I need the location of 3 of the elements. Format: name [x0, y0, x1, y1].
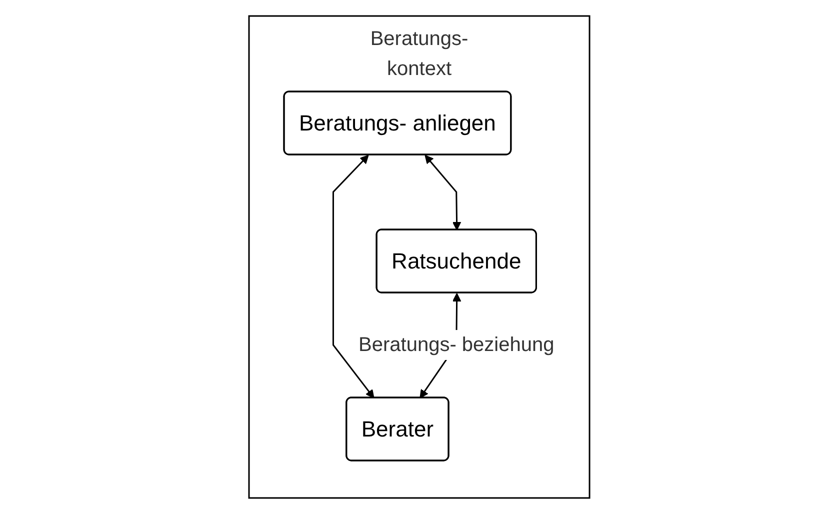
- arrow: [332, 154, 374, 398]
- arrow: [424, 154, 461, 230]
- edge-label: Beratungs- beziehung: [358, 333, 554, 356]
